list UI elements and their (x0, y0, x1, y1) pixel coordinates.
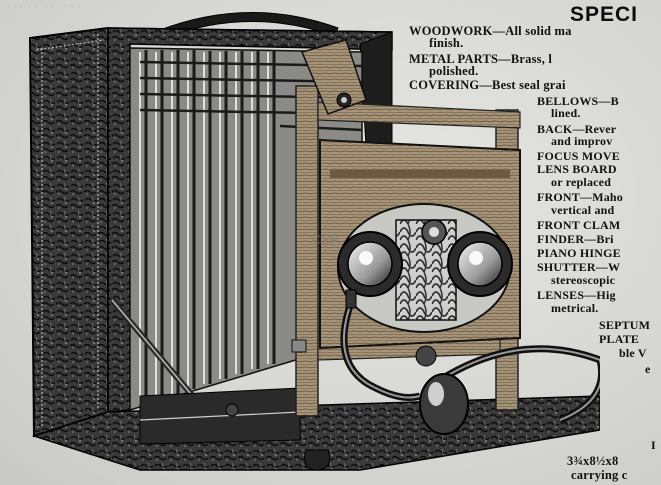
spec-line-dimensions: 3¾x8½x8 (567, 454, 619, 468)
background-show-through: · · · · · · · · · · (8, 2, 82, 13)
spec-line-back: BACK—Rever (537, 122, 617, 136)
spec-line-carrying-case: carrying c (571, 468, 628, 482)
spec-line-shutter: SHUTTER—W (537, 260, 621, 274)
spec-line: and improv (551, 134, 613, 148)
spec-line-septum: SEPTUM (599, 318, 651, 332)
spec-line: finish. (429, 36, 464, 50)
stereo-camera-illustration (28, 12, 600, 471)
spec-line: lined. (551, 106, 581, 120)
spec-line-lenses: LENSES—Hig (537, 288, 616, 302)
spec-line: polished. (429, 64, 479, 78)
spec-line-plate: PLATE (599, 332, 640, 346)
spec-line-bellows: BELLOWS—B (537, 94, 619, 108)
spec-line: e (645, 362, 651, 376)
specifications-heading: SPECI (570, 3, 639, 26)
spec-line-finder: FINDER—Bri (537, 232, 614, 246)
spec-line-focus: FOCUS MOVE (537, 149, 620, 163)
spec-line: I (651, 438, 656, 452)
spec-line-lens-board: LENS BOARD (537, 162, 617, 176)
spec-line-covering: COVERING—Best seal grai (409, 78, 566, 92)
spec-line: vertical and (551, 203, 615, 217)
shutter-bulb-icon (340, 298, 600, 435)
stereo-lens-icon (337, 231, 513, 297)
spec-line: metrical. (551, 301, 599, 315)
spec-line-front-clamp: FRONT CLAM (537, 218, 621, 232)
spec-line: ble V (619, 346, 647, 360)
spec-line-woodwork: WOODWORK—All solid ma (409, 24, 572, 38)
spec-line: or replaced (551, 175, 612, 189)
spec-line-piano-hinge: PIANO HINGE (537, 246, 621, 260)
watermark: CSP (312, 232, 339, 247)
spec-line-metal-parts: METAL PARTS—Brass, l (409, 52, 553, 66)
spec-line-front: FRONT—Maho (537, 190, 623, 204)
spec-line: stereoscopic (551, 273, 616, 287)
